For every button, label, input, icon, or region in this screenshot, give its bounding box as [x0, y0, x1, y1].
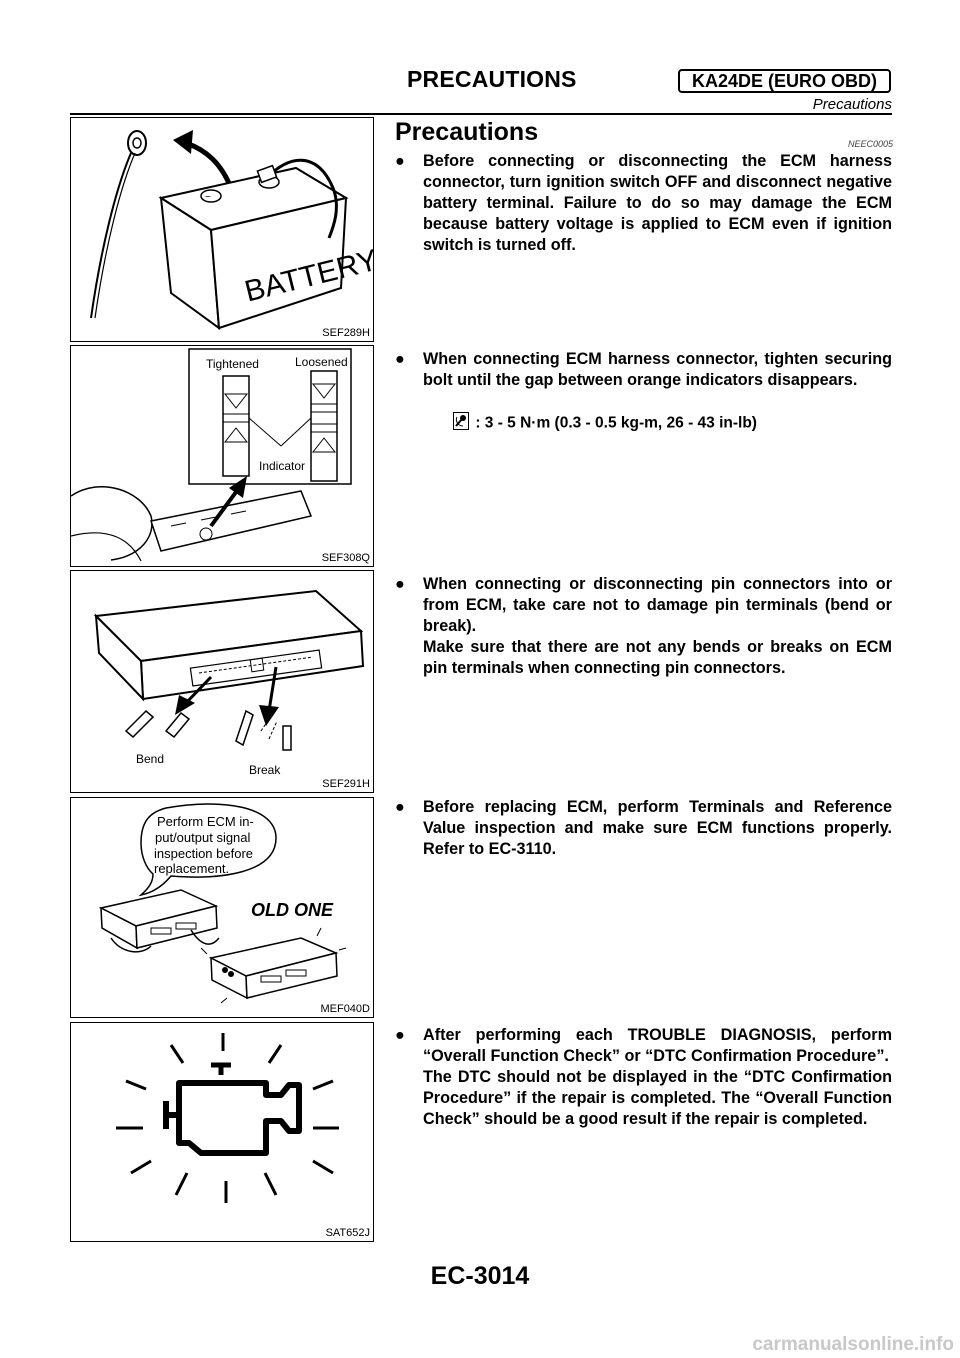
torque-value: : 3 - 5 N·m (0.3 - 0.5 kg-m, 26 - 43 in-… — [475, 414, 757, 432]
page-subtitle: Precautions — [812, 96, 892, 113]
engine-badge: KA24DE (EURO OBD) — [678, 69, 891, 93]
section-title: Precautions — [395, 118, 539, 146]
section-code: NEEC0005 — [848, 139, 894, 149]
page-title: PRECAUTIONS — [407, 66, 577, 92]
tightened-label: Tightened — [206, 357, 259, 371]
replace-ecm-illustration: Perform ECM in- put/output signal inspec… — [98, 803, 347, 1004]
figure-connector-bolt: Tightened Loosened Indicator SEF308Q — [70, 345, 374, 567]
engine-warning-icon — [116, 1033, 339, 1203]
figure-code: SEF291H — [322, 778, 370, 790]
bullet-icon: ● — [395, 350, 405, 368]
break-label: Break — [249, 763, 281, 777]
indicator-label: Indicator — [259, 459, 305, 473]
precaution-4: ● Before replacing ECM, perform Terminal… — [395, 797, 892, 860]
figure-pin-terminals: Bend Break SEF291H — [70, 570, 374, 793]
old-one-label: OLD ONE — [251, 900, 334, 920]
figure-code: SAT652J — [325, 1227, 370, 1239]
precaution-2: ● When connecting ECM harness connector,… — [395, 349, 892, 391]
precaution-text: After performing each TROUBLE DIAGNOSIS,… — [423, 1026, 892, 1128]
watermark: carmanualsonline.info — [752, 1334, 954, 1355]
bubble-line-3: inspection before — [154, 846, 253, 861]
figure-code: MEF040D — [320, 1003, 370, 1015]
bubble-line-1: Perform ECM in- — [157, 814, 254, 829]
precaution-text: Before connecting or disconnecting the E… — [423, 152, 892, 254]
header-divider — [70, 113, 892, 115]
precaution-3: ● When connecting or disconnecting pin c… — [395, 574, 892, 679]
svg-text:−: − — [205, 192, 211, 203]
bullet-icon: ● — [395, 798, 405, 816]
figure-malfunction-lamp: SAT652J — [70, 1022, 374, 1242]
figure-battery: − BATTERY SEF289H — [70, 117, 375, 342]
bend-label: Bend — [136, 752, 164, 766]
torque-spec: : 3 - 5 N·m (0.3 - 0.5 kg-m, 26 - 43 in-… — [453, 412, 757, 435]
ecm-pins-illustration: Bend Break — [93, 589, 365, 777]
bullet-icon: ● — [395, 1026, 405, 1044]
precaution-1: ● Before connecting or disconnecting the… — [395, 151, 892, 256]
precaution-text: When connecting ECM harness connector, t… — [423, 350, 892, 389]
bullet-icon: ● — [395, 152, 405, 170]
bubble-line-2: put/output signal — [155, 830, 251, 845]
battery-illustration: − BATTERY — [90, 130, 375, 331]
precaution-text: Before replacing ECM, perform Terminals … — [423, 798, 892, 858]
page-number: EC-3014 — [430, 1262, 530, 1290]
bubble-line-4: replacement. — [154, 861, 229, 876]
bullet-icon: ● — [395, 575, 405, 593]
precaution-text: When connecting or disconnecting pin con… — [423, 575, 892, 677]
torque-wrench-icon — [453, 412, 469, 435]
figure-code: SEF308Q — [321, 552, 370, 564]
bolt-indicator-illustration: Tightened Loosened Indicator — [71, 348, 352, 562]
loosened-label: Loosened — [295, 355, 348, 369]
precaution-5: ● After performing each TROUBLE DIAGNOSI… — [395, 1025, 892, 1130]
figure-code: SEF289H — [322, 327, 370, 339]
figure-replace-ecm: Perform ECM in- put/output signal inspec… — [70, 797, 374, 1018]
